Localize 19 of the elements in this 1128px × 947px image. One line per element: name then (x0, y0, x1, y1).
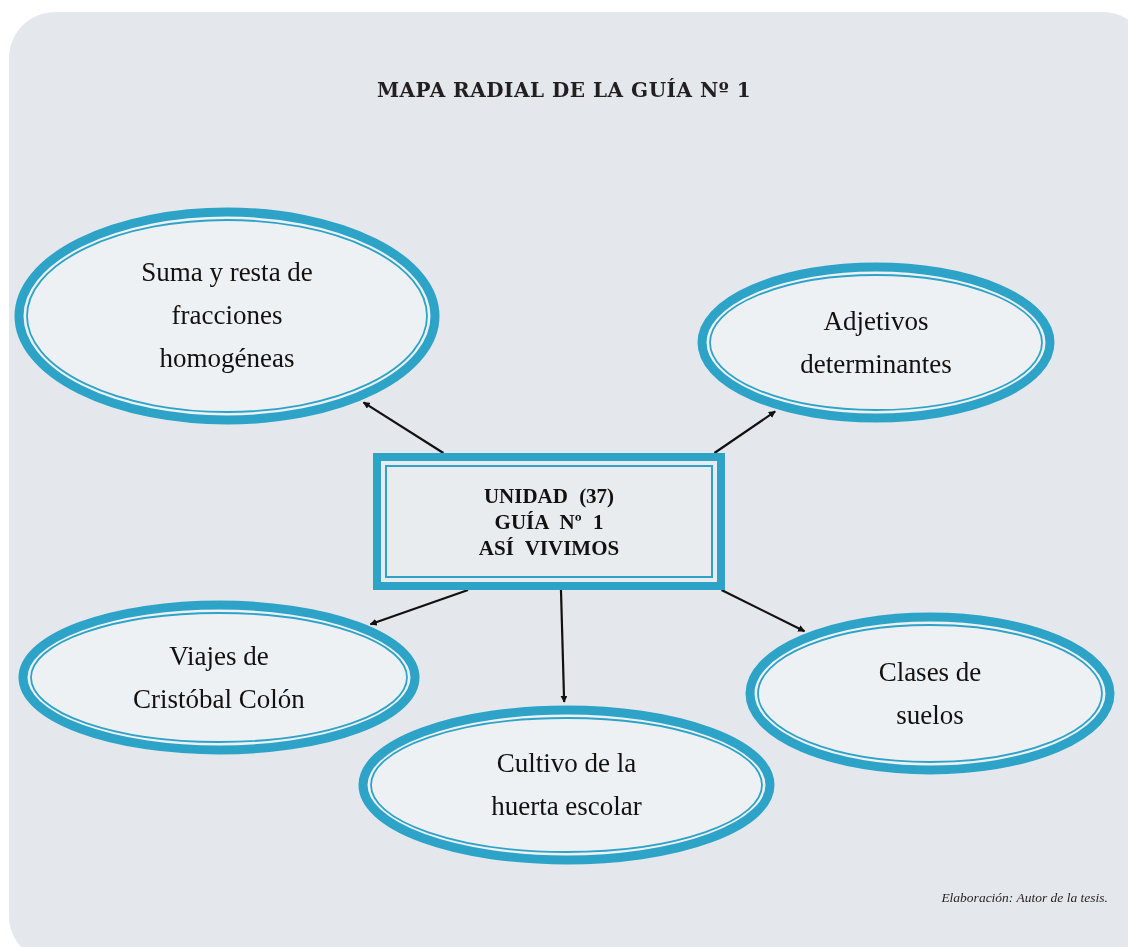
topic-ellipse (14, 207, 440, 425)
caption: Elaboración: Autor de la tesis. (941, 890, 1108, 906)
arrow (713, 410, 776, 454)
arrow (721, 589, 806, 633)
topic-ellipse (358, 705, 775, 865)
topic-ellipse (745, 612, 1115, 775)
diagram-title: MAPA RADIAL DE LA GUÍA Nº 1 (376, 78, 752, 102)
arrow (559, 589, 568, 703)
node-text: UNIDAD (37) GUÍA Nº 1 ASÍ VIVIMOS (477, 482, 621, 561)
arrow (362, 401, 444, 454)
node-text: Clases de suelos (877, 655, 983, 732)
topic-ellipse (18, 600, 420, 755)
node-text: Adjetivos determinantes (799, 304, 953, 381)
node-text: Cultivo de la huerta escolar (490, 746, 643, 823)
title-box (373, 453, 725, 590)
topic-ellipse (697, 262, 1055, 423)
node-text: Viajes de Cristóbal Colón (132, 639, 306, 716)
node-text: Suma y resta de fracciones homogéneas (140, 256, 314, 376)
arrow (369, 588, 469, 626)
